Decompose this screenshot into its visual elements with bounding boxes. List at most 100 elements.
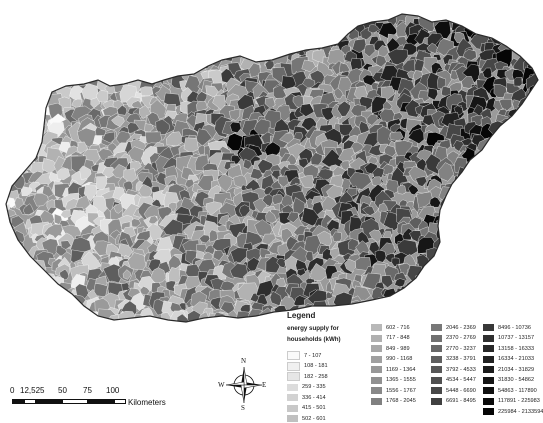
municipality-cell bbox=[493, 247, 509, 260]
municipality-cell bbox=[512, 137, 526, 149]
municipality-cell bbox=[343, 5, 360, 23]
municipality-cell bbox=[520, 228, 530, 239]
municipality-cell bbox=[34, 300, 42, 310]
municipality-cell bbox=[505, 247, 523, 263]
municipality-cell bbox=[26, 84, 35, 92]
municipality-cell bbox=[139, 52, 154, 68]
municipality-cell bbox=[42, 303, 60, 318]
municipality-cell bbox=[287, 29, 300, 41]
municipality-cell bbox=[115, 63, 133, 82]
municipality-cell bbox=[449, 245, 463, 257]
municipality-cell bbox=[536, 103, 543, 118]
municipality-cell bbox=[22, 118, 36, 128]
municipality-cell bbox=[536, 217, 543, 233]
municipality-cell bbox=[531, 126, 543, 143]
municipality-cell bbox=[479, 291, 490, 303]
municipality-cell bbox=[116, 21, 127, 33]
municipality-cell bbox=[265, 20, 283, 35]
municipality-cell bbox=[538, 29, 543, 47]
municipality-cell bbox=[527, 176, 543, 195]
municipality-cell bbox=[8, 10, 23, 23]
municipality-cell bbox=[523, 189, 535, 200]
municipality-cell bbox=[203, 54, 213, 63]
municipality-cell bbox=[432, 259, 443, 272]
municipality-cell bbox=[72, 44, 81, 54]
legend-item: 602 - 716 bbox=[371, 323, 410, 332]
municipality-cell bbox=[258, 23, 274, 38]
municipality-cell bbox=[506, 231, 515, 241]
municipality-cell bbox=[8, 112, 22, 126]
municipality-cell bbox=[506, 4, 522, 17]
municipality-cell bbox=[452, 258, 466, 273]
municipality-cell bbox=[155, 323, 168, 337]
municipality-cell bbox=[527, 239, 543, 254]
municipality-cell bbox=[527, 145, 536, 155]
municipality-cell bbox=[180, 12, 200, 32]
municipality-cell bbox=[521, 45, 537, 58]
legend-swatch bbox=[371, 377, 382, 384]
legend-label: 990 - 1168 bbox=[386, 356, 412, 362]
municipality-cell bbox=[503, 153, 512, 161]
municipality-cell bbox=[35, 103, 46, 114]
municipality-cell bbox=[45, 71, 59, 85]
municipality-cell bbox=[518, 247, 530, 260]
municipality-cell bbox=[71, 14, 91, 33]
municipality-cell bbox=[153, 14, 164, 25]
municipality-cell bbox=[24, 282, 35, 292]
municipality-cell bbox=[173, 17, 190, 35]
municipality-cell bbox=[490, 143, 499, 152]
municipality-cell bbox=[473, 298, 483, 309]
municipality-cell bbox=[192, 44, 202, 54]
municipality-cell bbox=[442, 206, 452, 217]
legend: Legend energy supply for households (kWh… bbox=[283, 311, 541, 421]
municipality-cell bbox=[51, 66, 60, 77]
municipality-cell bbox=[481, 243, 491, 252]
municipality-cell bbox=[15, 299, 32, 318]
scale-segment bbox=[114, 399, 126, 404]
municipality-cell bbox=[445, 276, 464, 292]
municipality-cell bbox=[63, 297, 74, 309]
municipality-cell bbox=[147, 25, 161, 38]
legend-swatch bbox=[483, 366, 494, 373]
municipality-cell bbox=[407, 281, 421, 293]
municipality-cell bbox=[33, 44, 43, 55]
municipality-cell bbox=[5, 263, 19, 278]
municipality-cell bbox=[174, 48, 184, 59]
legend-item: 1768 - 2045 bbox=[371, 397, 416, 406]
legend-swatch bbox=[287, 362, 300, 371]
municipality-cell bbox=[499, 193, 510, 204]
legend-item: 1556 - 1767 bbox=[371, 386, 416, 395]
municipality-cell bbox=[47, 61, 59, 72]
municipality-cell bbox=[296, 16, 309, 31]
municipality-cell bbox=[503, 147, 513, 158]
municipality-cell bbox=[331, 10, 351, 28]
municipality-cell bbox=[202, 26, 215, 41]
municipality-cell bbox=[529, 157, 539, 169]
municipality-cell bbox=[525, 288, 535, 298]
municipality-cell bbox=[488, 260, 505, 275]
municipality-cell bbox=[495, 214, 508, 227]
municipality-cell bbox=[515, 153, 526, 163]
municipality-cell bbox=[500, 229, 517, 242]
municipality-cell bbox=[7, 36, 19, 47]
municipality-cell bbox=[518, 167, 534, 186]
municipality-cell bbox=[205, 9, 215, 20]
municipality-cell bbox=[521, 268, 542, 283]
municipality-cell bbox=[123, 64, 138, 76]
legend-item: 117891 - 225983 bbox=[483, 397, 540, 406]
municipality-cell bbox=[42, 16, 63, 34]
municipality-cell bbox=[535, 22, 543, 43]
municipality-cell bbox=[117, 5, 134, 19]
municipality-cell bbox=[2, 82, 13, 91]
scale-segment bbox=[24, 399, 36, 404]
municipality-cell bbox=[21, 136, 37, 155]
municipality-cell bbox=[510, 14, 523, 29]
municipality-cell bbox=[148, 13, 165, 32]
municipality-cell bbox=[491, 167, 504, 182]
legend-swatch bbox=[431, 356, 442, 363]
legend-item: 336 - 414 bbox=[287, 393, 326, 402]
legend-label: 2046 - 2369 bbox=[446, 325, 476, 331]
municipality-cell bbox=[445, 8, 458, 20]
municipality-cell bbox=[312, 10, 331, 27]
municipality-cell bbox=[4, 63, 20, 79]
